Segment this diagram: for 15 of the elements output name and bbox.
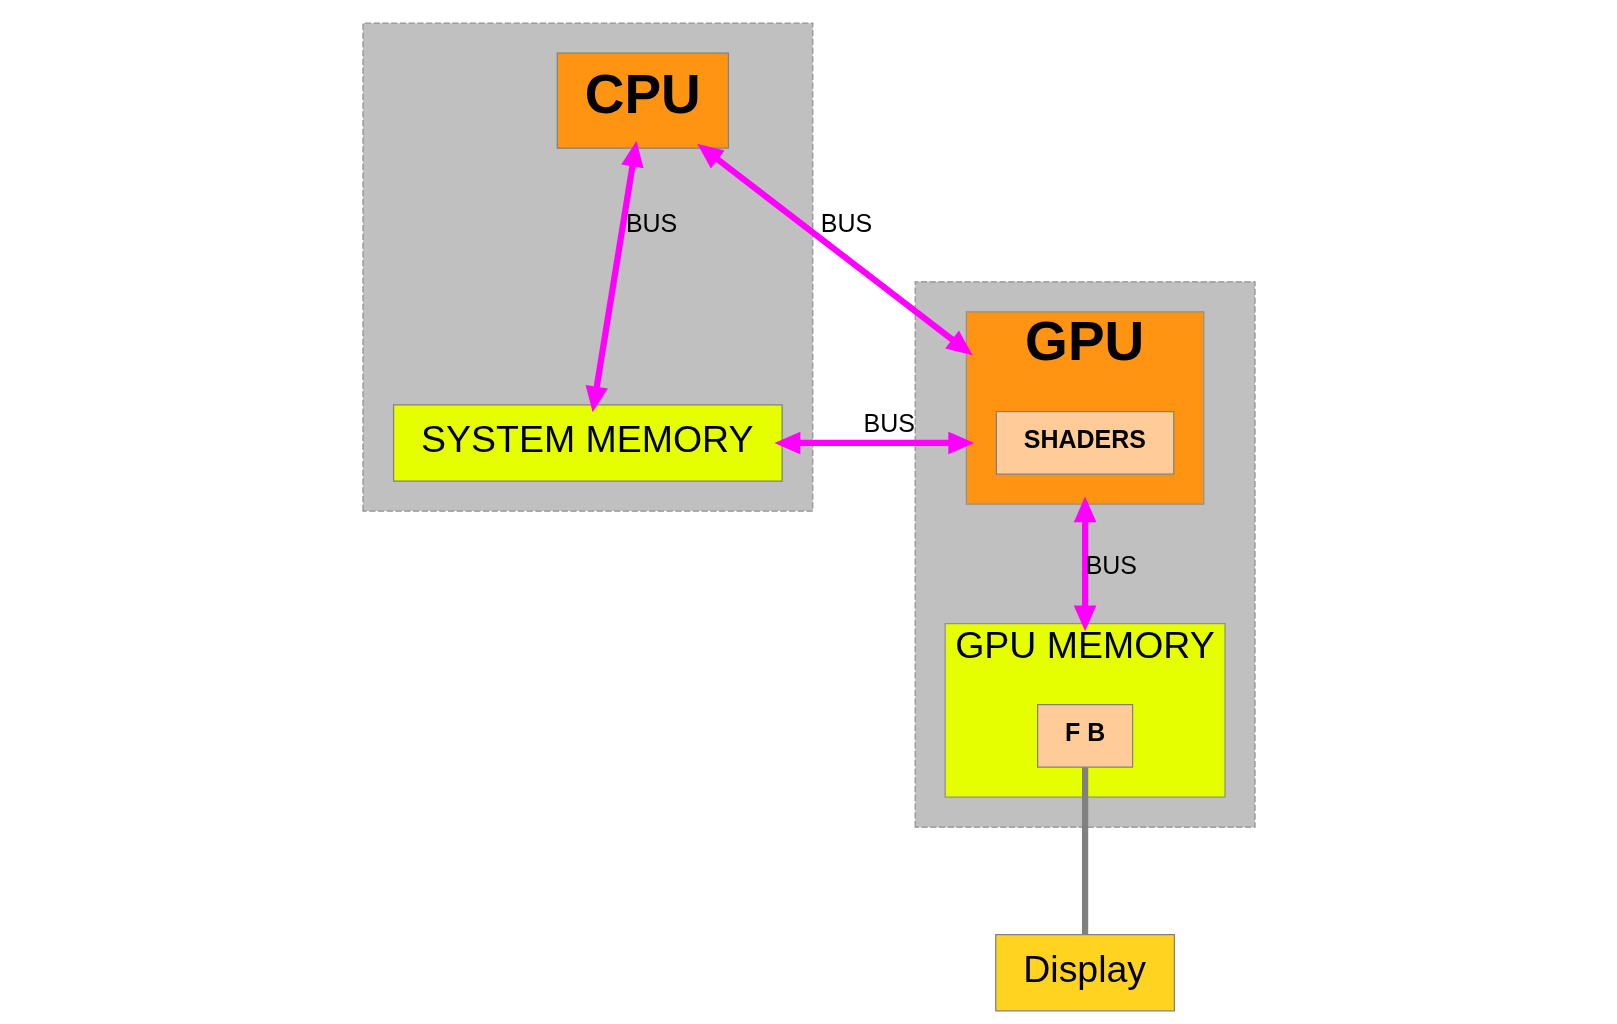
arrow — [585, 140, 644, 413]
node-box: SHADERS — [995, 411, 1174, 475]
edge-label: BUS — [625, 208, 677, 237]
connector — [1081, 767, 1088, 935]
cluster — [914, 281, 1256, 828]
edge-label: BUS — [820, 208, 872, 237]
node-box: CPU — [556, 52, 729, 149]
node-box: SYSTEM MEMORY — [392, 404, 783, 482]
node-box: F B — [1036, 704, 1133, 768]
edge-label: BUS — [863, 408, 915, 437]
arrow — [696, 143, 973, 356]
cluster — [361, 22, 813, 512]
arrow — [773, 431, 974, 455]
node-box: Display — [994, 933, 1175, 1012]
arrow — [1073, 496, 1096, 632]
